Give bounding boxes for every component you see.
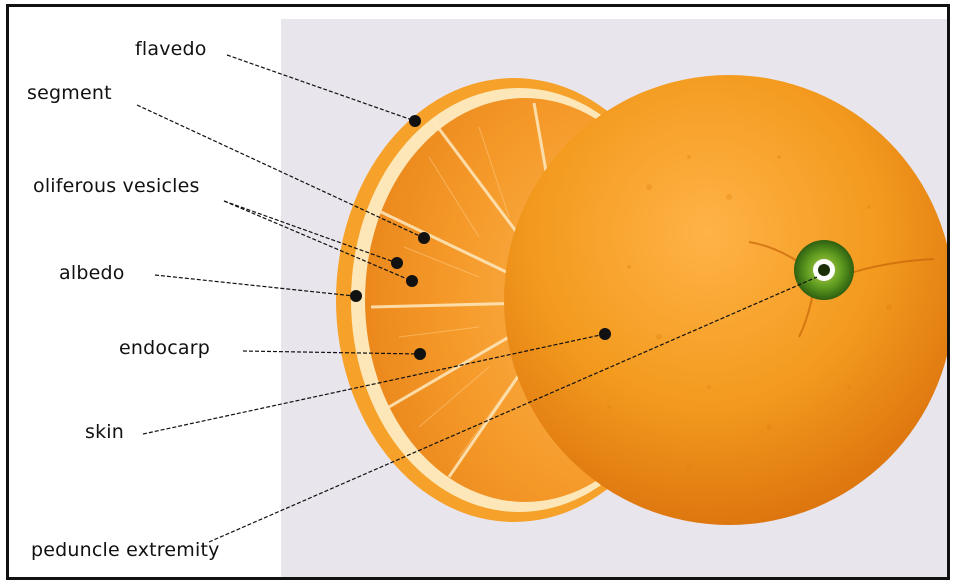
stem-core <box>818 264 830 276</box>
whole-orange <box>504 75 947 525</box>
label-peduncle-extremity: peduncle extremity <box>31 539 220 561</box>
label-endocarp: endocarp <box>119 337 210 359</box>
label-oliferous-vesicles: oliferous vesicles <box>33 175 200 197</box>
dot-albedo <box>350 290 362 302</box>
dot-skin <box>599 328 611 340</box>
dot-oliferous-a <box>391 257 403 269</box>
dot-flavedo <box>409 115 421 127</box>
label-skin: skin <box>85 421 124 443</box>
dot-segment <box>418 232 430 244</box>
dot-endocarp <box>414 348 426 360</box>
label-segment: segment <box>27 82 112 104</box>
dot-oliferous-b <box>406 275 418 287</box>
orange-photo <box>9 7 947 577</box>
label-flavedo: flavedo <box>135 38 207 60</box>
label-albedo: albedo <box>59 262 125 284</box>
diagram-frame: flavedo segment oliferous vesicles albed… <box>6 4 950 580</box>
